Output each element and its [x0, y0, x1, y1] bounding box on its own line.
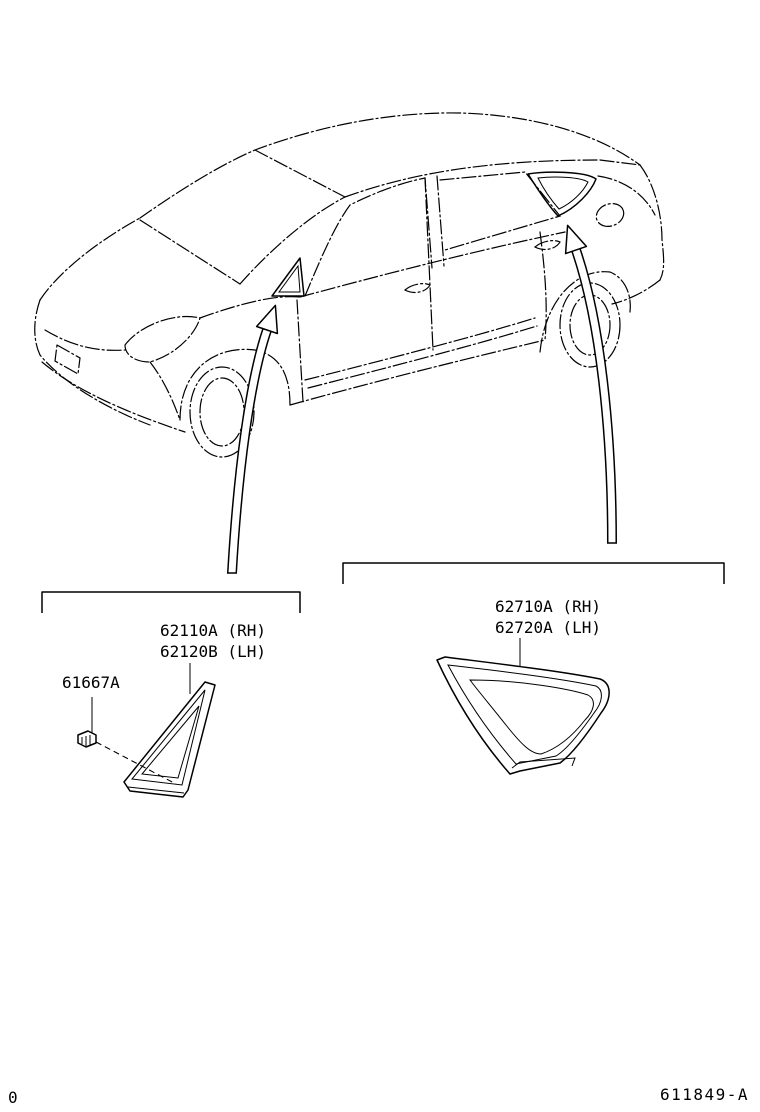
rear-quarter-rh-part-number: 62710A (RH) — [495, 597, 601, 616]
rear-quarter-glass-tab — [511, 757, 576, 769]
right-arrow-head — [564, 224, 588, 255]
car-body-outline — [34, 112, 665, 458]
front-quarter-glass-pane — [141, 705, 200, 779]
front-fender-side — [149, 361, 181, 421]
side-sill — [289, 339, 546, 406]
clip-install-line — [95, 741, 177, 785]
front-quarter-glass-part — [123, 681, 216, 798]
rear-end — [639, 164, 665, 281]
left-callout-arrow — [227, 304, 279, 574]
rear-quarter-window-outer — [527, 171, 597, 217]
fuel-door — [595, 203, 625, 227]
front-quarter-rh-part-number: 62110A (RH) — [160, 621, 266, 640]
front-fascia — [34, 299, 151, 426]
roof-near-edge — [344, 159, 601, 198]
clip-part-number: 61667A — [62, 673, 120, 692]
rear-door-window — [439, 171, 562, 251]
license-plate — [54, 344, 81, 375]
roof-far-edge — [139, 112, 641, 219]
side-molding — [304, 317, 536, 381]
rear-quarter-glass-frame — [447, 664, 602, 765]
b-pillar-rear — [436, 175, 445, 267]
front-door-window — [304, 177, 433, 297]
b-pillar-front — [424, 177, 434, 351]
rear-quarter-glass-part — [436, 656, 610, 775]
rear-quarter-window-inner — [537, 176, 589, 210]
front-door-front-edge — [296, 299, 304, 403]
right-callout-arrow — [564, 224, 617, 544]
rear-hatch-line — [597, 175, 656, 216]
left-arrow-head — [255, 304, 279, 335]
left-group-bracket — [41, 591, 301, 613]
beltline — [299, 231, 566, 298]
a-pillar — [239, 196, 346, 285]
front-quarter-glass-frame — [131, 689, 206, 786]
front-quarter-glass-edge — [127, 786, 185, 794]
rear-quarter-lh-part-number: 62720A (LH) — [495, 618, 601, 637]
rear-bumper — [611, 279, 661, 305]
front-wheel-arch — [179, 348, 291, 421]
roof-rear-edge — [599, 159, 641, 166]
rear-wheel-arch — [539, 271, 631, 353]
grille-line — [44, 329, 126, 351]
hood-edge — [39, 217, 141, 301]
rear-door-rear-edge — [539, 231, 547, 341]
front-quarter-lh-part-number: 62120B (LH) — [160, 642, 266, 661]
clip-part — [77, 730, 97, 748]
rear-quarter-window-on-car — [527, 171, 597, 217]
headlight — [124, 315, 201, 363]
left-arrow-shaft-fill — [228, 328, 271, 574]
rear-door-handle — [533, 240, 561, 251]
front-bumper-lower — [41, 361, 186, 433]
front-quarter-window-inner — [278, 264, 301, 293]
front-quarter-window-outer — [271, 257, 305, 297]
front-quarter-glass-outer — [123, 681, 216, 798]
clip-detail — [81, 735, 91, 746]
side-molding-lower — [307, 325, 538, 389]
illustration-id: 611849-A — [660, 1085, 749, 1104]
front-door-handle — [403, 283, 431, 294]
front-quarter-window-on-car — [271, 257, 305, 297]
front-wheel — [189, 366, 255, 458]
rear-quarter-glass-outer — [436, 656, 610, 775]
footer-left-code: 0 — [8, 1088, 19, 1107]
right-arrow-shaft-fill — [572, 248, 616, 544]
windshield-top-edge — [254, 149, 346, 198]
front-fender-top — [199, 296, 301, 319]
right-group-bracket — [342, 562, 725, 584]
rear-quarter-glass-pane — [468, 679, 594, 755]
clip-body — [77, 730, 97, 748]
cowl-line — [139, 219, 241, 285]
front-wheel-hub — [199, 377, 245, 447]
